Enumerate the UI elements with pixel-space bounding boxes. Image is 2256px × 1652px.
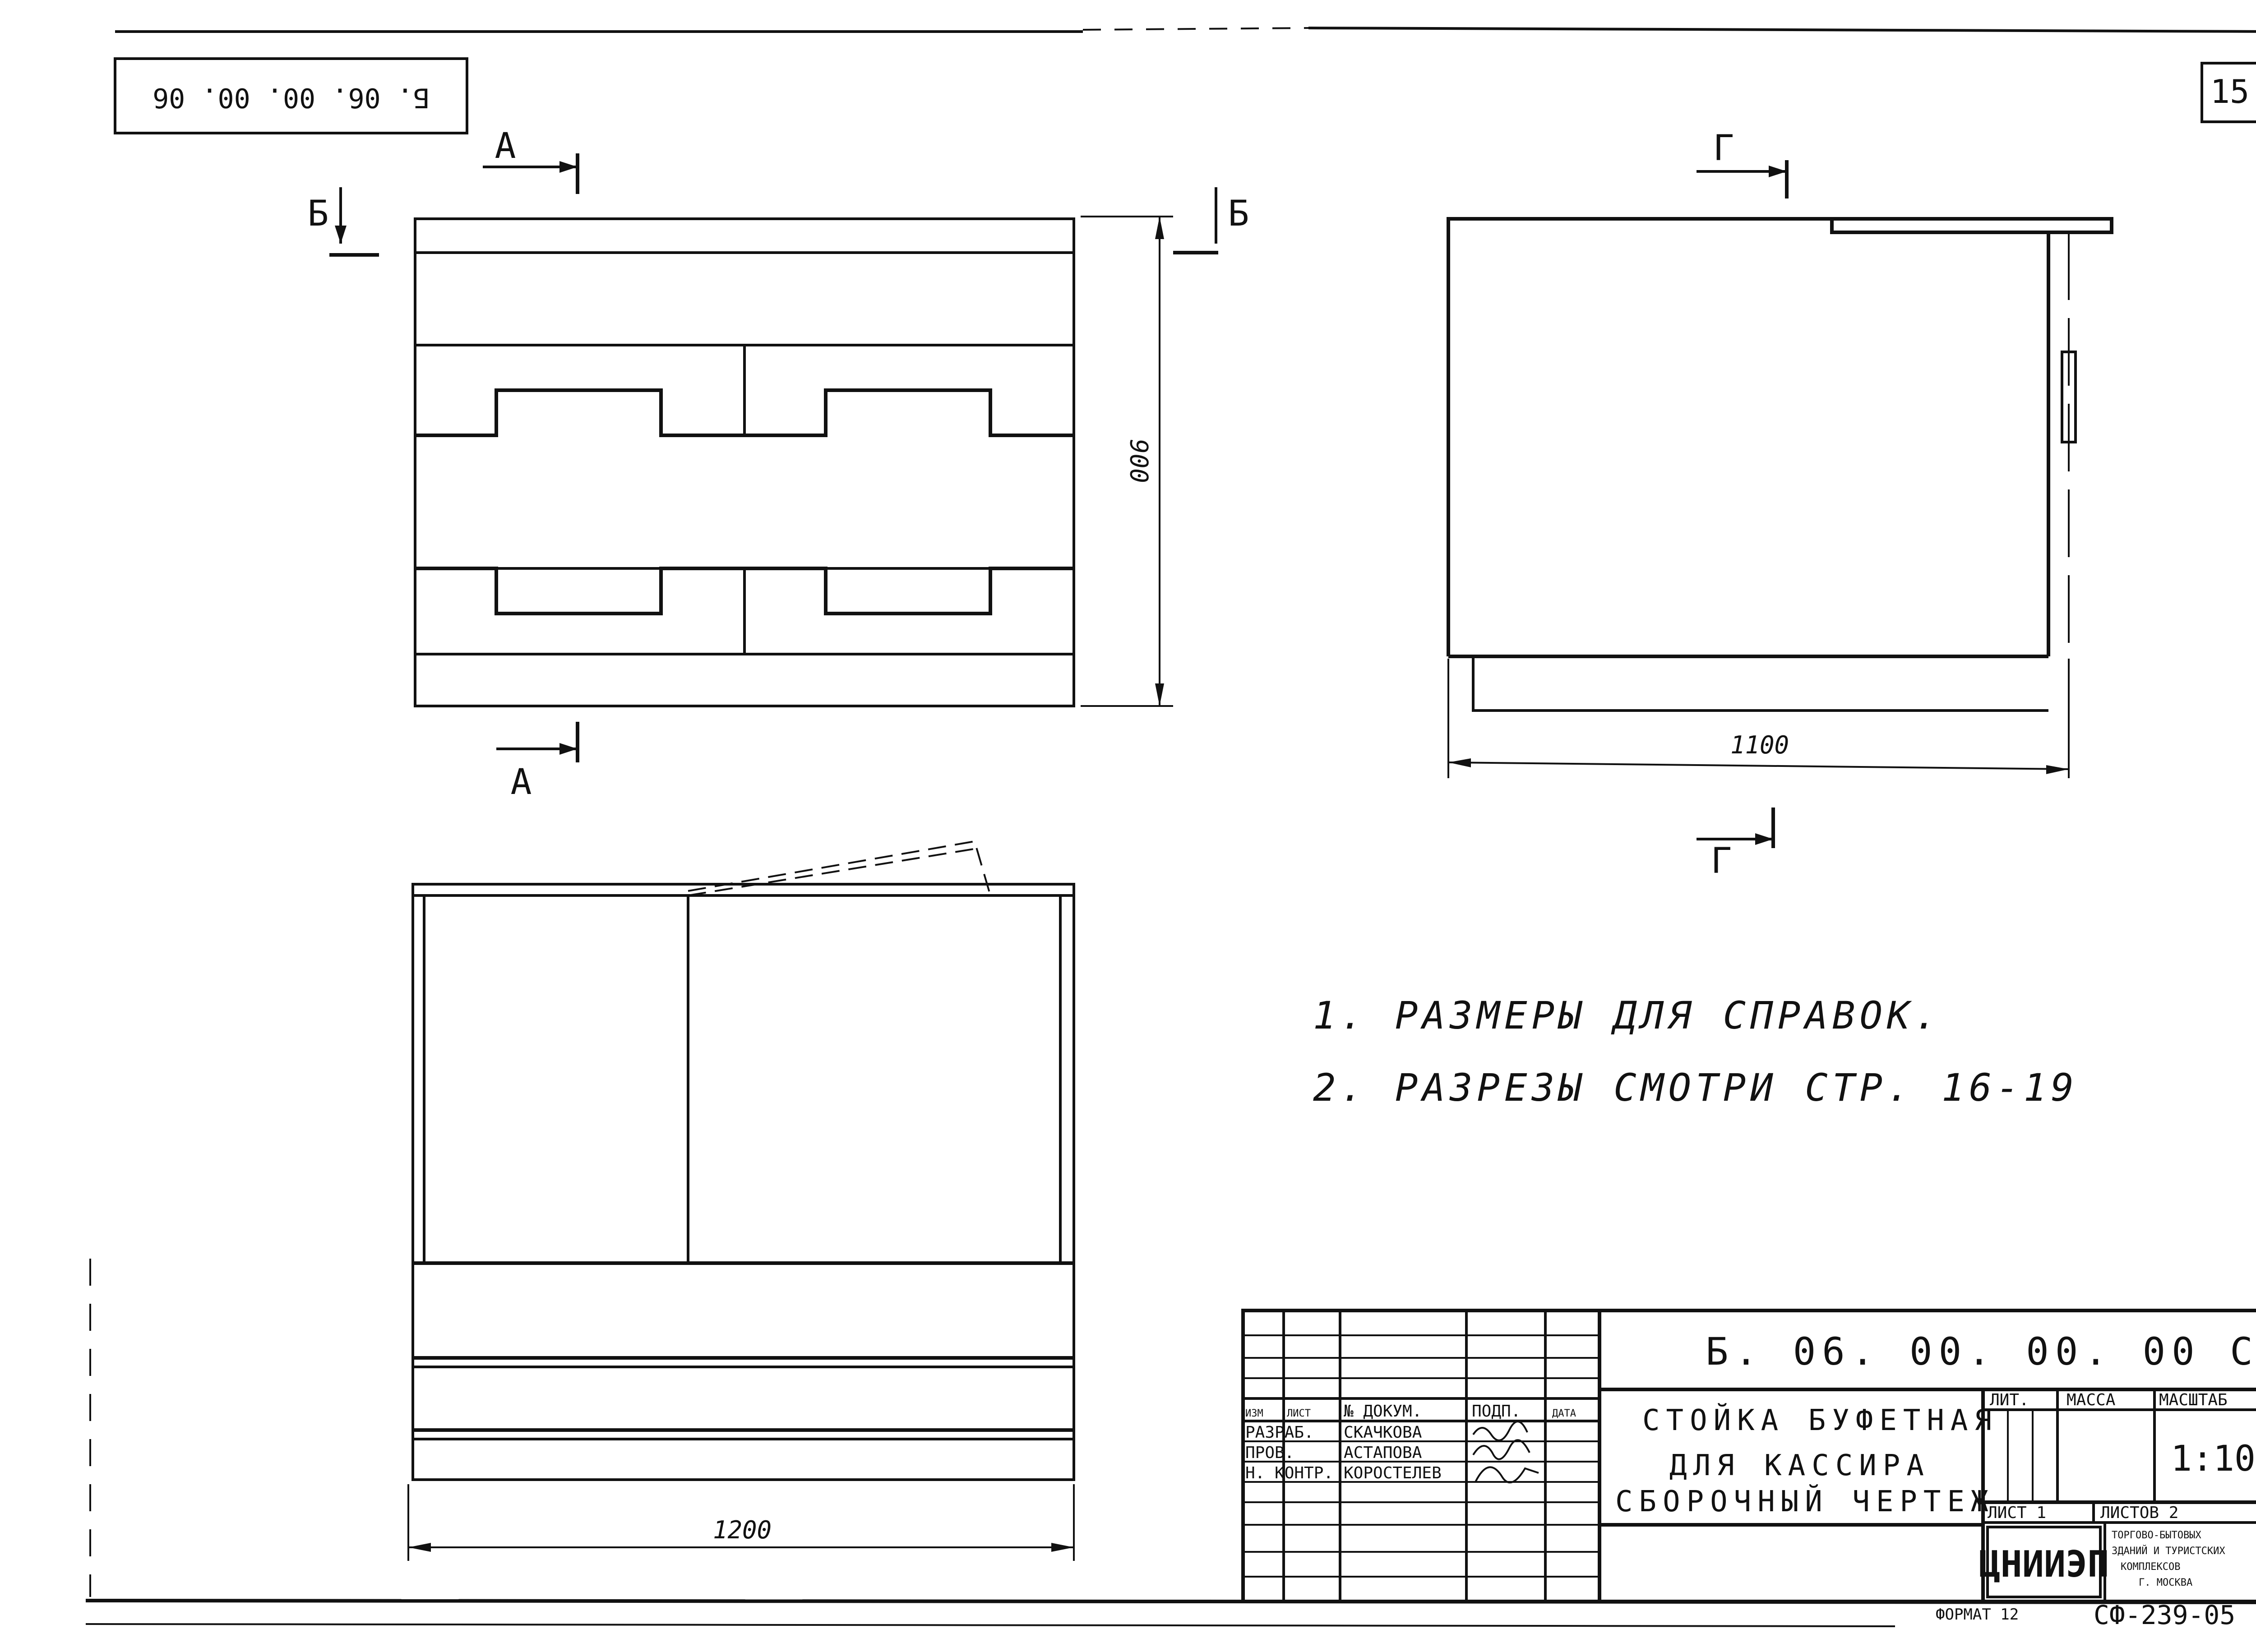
section-g-label-bottom: Г [1711,841,1732,881]
height-dimension: 900 [1081,216,1173,707]
name-1: СКАЧКОВА [1344,1423,1422,1442]
plan-view [411,840,1075,1481]
corner-code-box: Б. 06. 00. 00. 06 [114,57,468,134]
sheet-label: ЛИСТ 1 [1988,1504,2046,1522]
height-dimension-label: 900 [1124,439,1153,483]
format-label: ФОРМАТ 12 [1936,1606,2019,1624]
section-g-marks: Г Г [1697,128,1789,881]
org-line-2: ЗДАНИЙ И ТУРИСТСКИХ [2112,1545,2225,1557]
notes: 1. РАЗМЕРЫ ДЛЯ СПРАВОК. 2. РАЗРЕЗЫ СМОТР… [1313,993,2078,1110]
section-a-label-top: А [495,126,516,166]
org-line-3: КОМПЛЕКСОВ [2121,1561,2180,1573]
page-number-box: 15 [2201,62,2256,123]
series-code: СФ-239-05 [2094,1600,2235,1630]
role-3: Н. КОНТР. [1245,1464,1333,1482]
sheet-frame [85,27,2256,1627]
header-doc: № ДОКУМ. [1343,1402,1422,1421]
header-sign: ПОДП. [1472,1402,1521,1421]
header-list: ЛИСТ [1287,1408,1311,1419]
org-logo: ЦНИИЭП [1979,1543,2109,1585]
designation: Б. 06. 00. 00. 00 СБ [1706,1329,2256,1374]
name-3: КОРОСТЕЛЕВ [1344,1464,1442,1482]
front-view [414,217,1075,707]
scale-label: МАСШТАБ [2159,1391,2228,1409]
lit-label: ЛИТ. [1990,1391,2029,1409]
corner-code: Б. 06. 00. 00. 06 [153,82,430,113]
note-2: 2. РАЗРЕЗЫ СМОТРИ СТР. 16-19 [1313,1066,2078,1110]
role-2: ПРОВ. [1245,1444,1294,1462]
org-line-1: ТОРГОВО-БЫТОВЫХ [2112,1530,2201,1541]
depth-dimension-label: 1100 [1730,731,1789,759]
section-b-label-left: Б [308,194,329,234]
depth-dimension: 1100 [1447,659,2070,778]
note-1: 1. РАЗМЕРЫ ДЛЯ СПРАВОК. [1313,993,1942,1038]
section-b-marks: Б Б [308,187,1249,257]
signatures [1472,1421,1539,1484]
mass-label: МАССА [2066,1391,2116,1409]
header-izm: ИЗМ [1245,1408,1263,1419]
section-g-label-top: Г [1713,128,1734,169]
side-view [1447,217,2113,712]
title-block: Б. 06. 00. 00. 00 СБ СТОЙКА БУФЕТНАЯ ДЛЯ… [1241,1309,2256,1603]
title-line-3: СБОРОЧНЫЙ ЧЕРТЕЖ [1615,1484,1995,1518]
header-date: ДАТА [1552,1408,1576,1419]
width-dimension-label: 1200 [713,1516,772,1544]
section-b-label-right: Б [1228,194,1249,234]
section-a-marks: А А [483,126,579,803]
org-line-4: Г. МОСКВА [2139,1577,2192,1588]
width-dimension: 1200 [407,1484,1075,1561]
title-line-2: ДЛЯ КАССИРА [1669,1449,1930,1482]
page-number: 15 [2210,73,2250,111]
section-a-label-bottom: А [511,762,532,803]
name-2: АСТАПОВА [1344,1444,1422,1462]
scale-value: 1:10 [2171,1439,2256,1479]
title-line-1: СТОЙКА БУФЕТНАЯ [1642,1403,1998,1437]
sheets-label: ЛИСТОВ 2 [2100,1504,2178,1522]
role-1: РАЗРАБ. [1245,1423,1314,1442]
